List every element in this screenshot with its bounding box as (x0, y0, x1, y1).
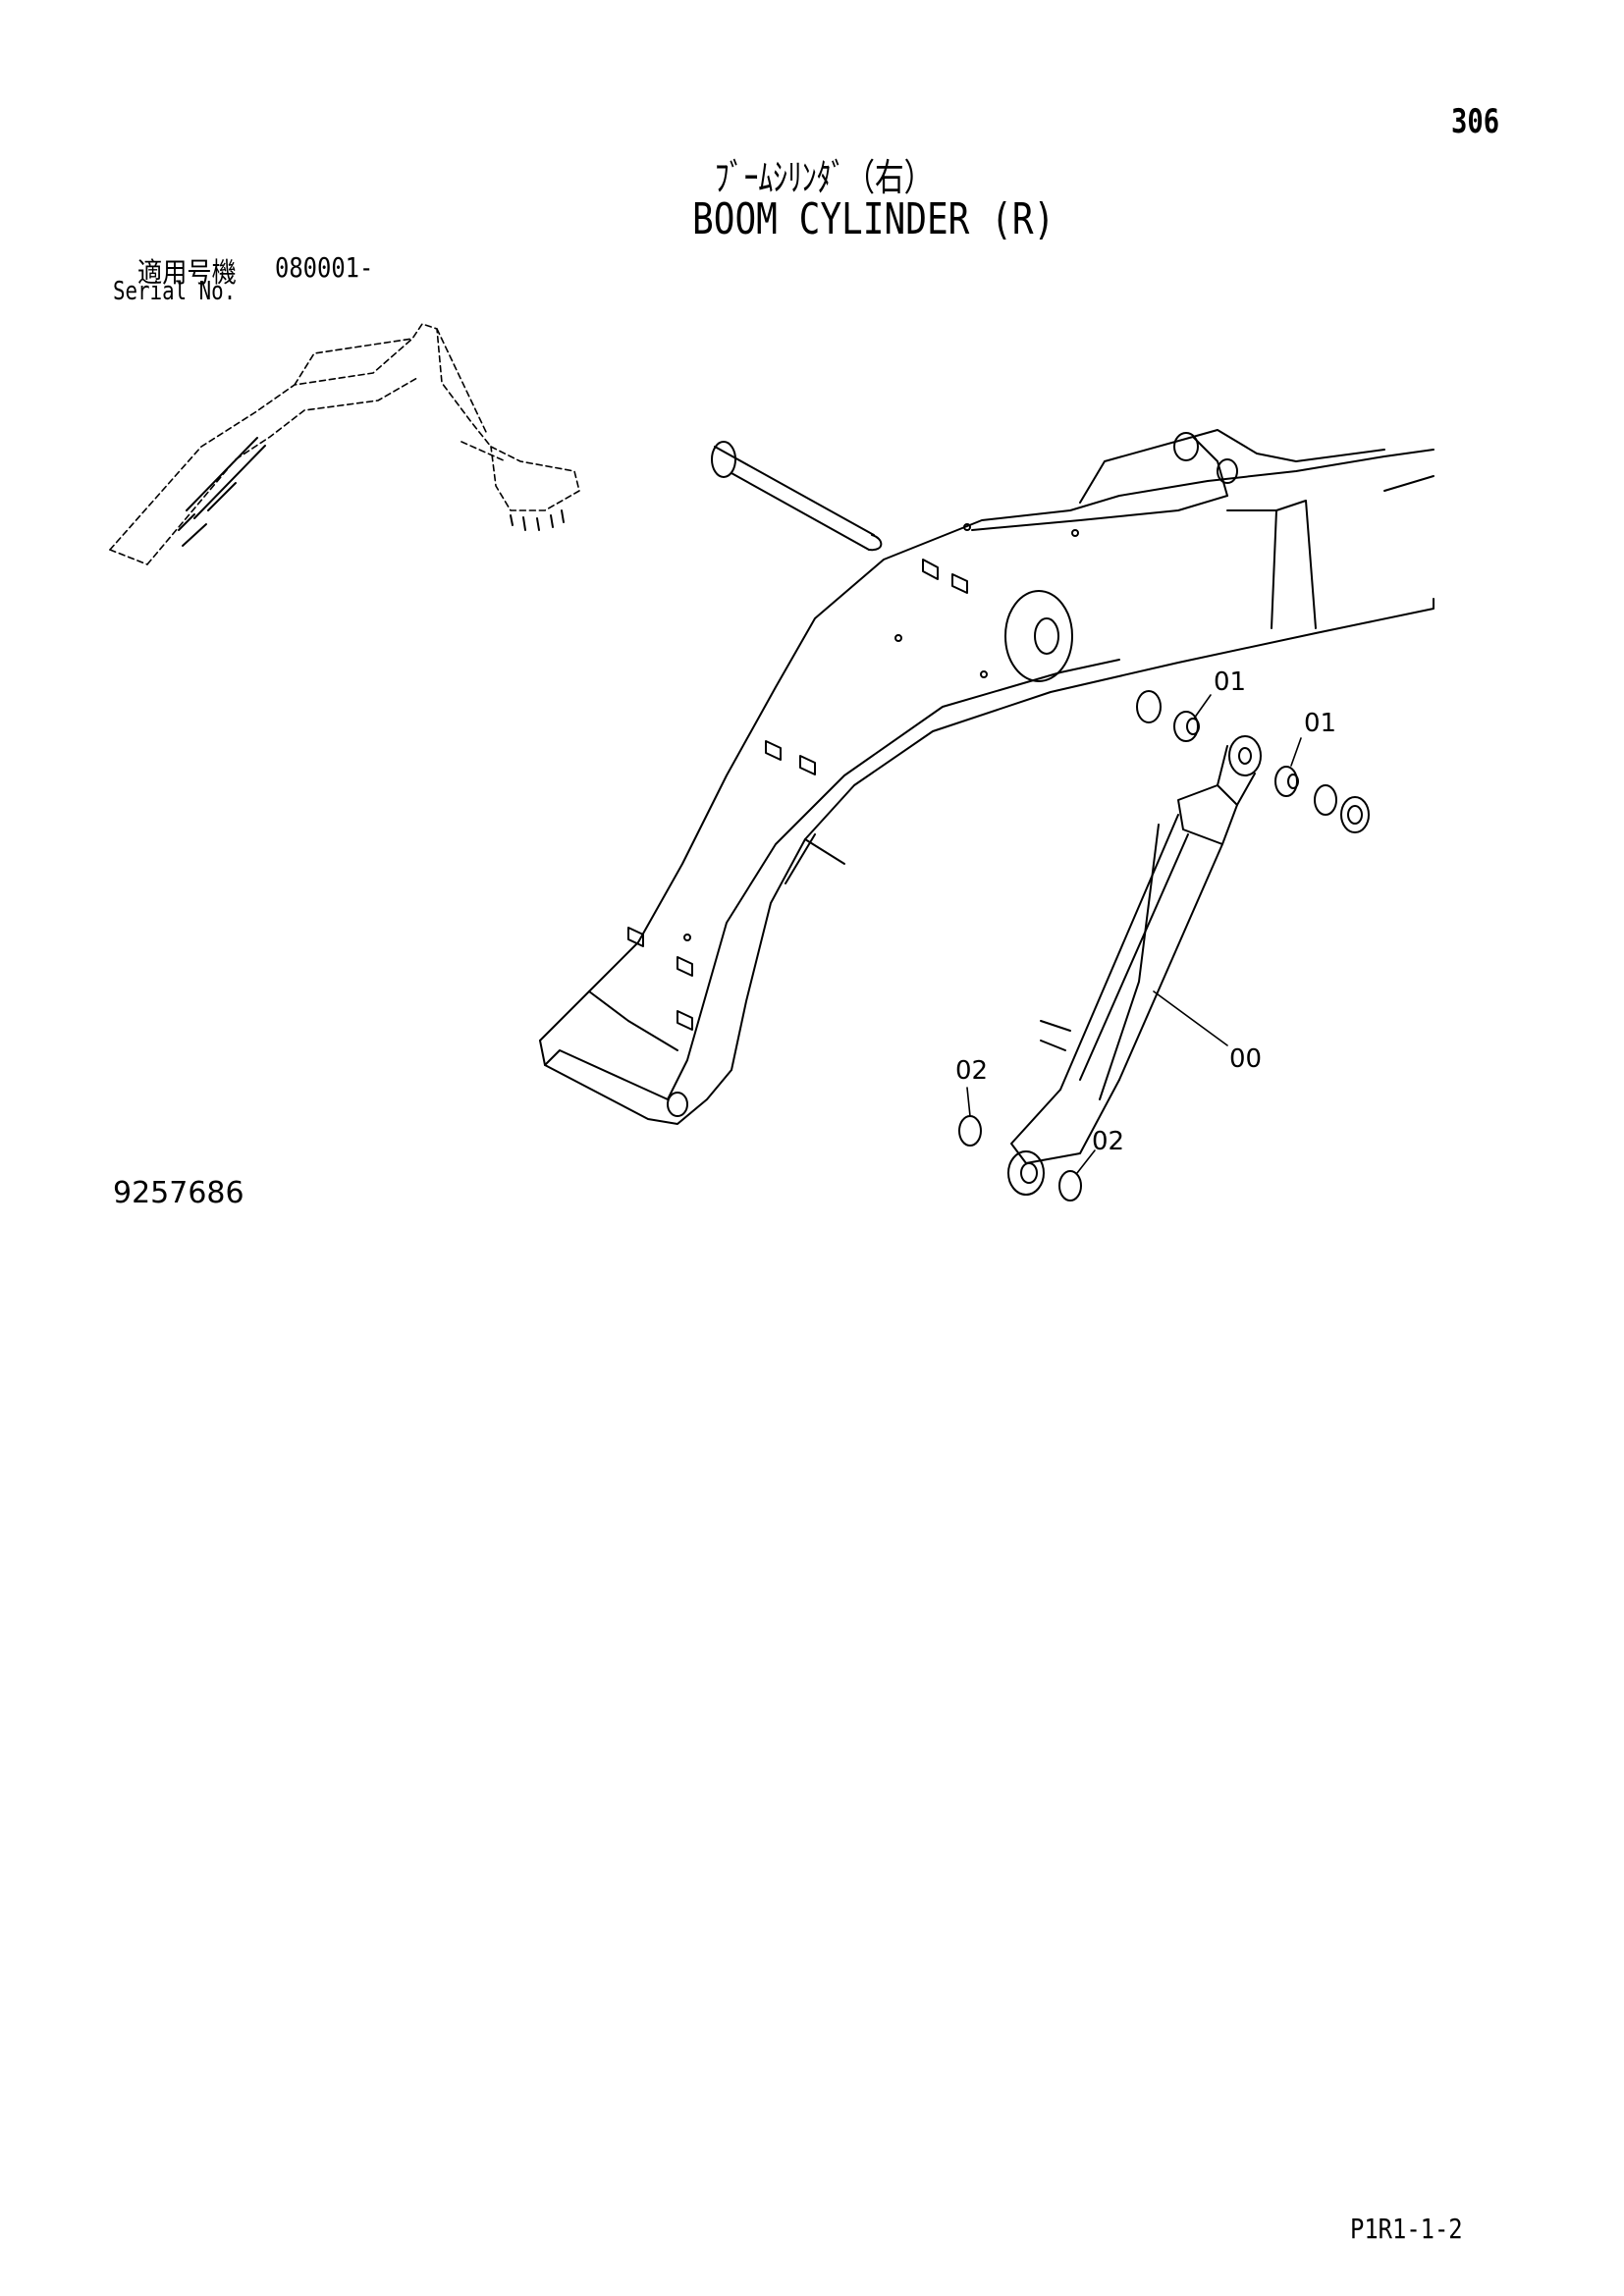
callout-01-upper-right: 01 (1304, 709, 1337, 738)
page-number: 306 (1451, 102, 1500, 141)
leader-lines (966, 694, 1302, 1174)
title-japanese: ﾌﾞｰﾑｼﾘﾝﾀﾞ（右） (715, 156, 934, 199)
callout-00: 00 (1229, 1044, 1263, 1074)
excavator-inset (109, 323, 580, 565)
page-code: P1R1-1-2 (1350, 2213, 1463, 2245)
title-english: BOOM CYLINDER (R) (692, 194, 1056, 244)
serial-label-english: Serial No. (113, 277, 237, 306)
serial-label-japanese: 適用号機 (137, 256, 237, 289)
lower-bushings (958, 1115, 1082, 1201)
upper-bushings (1136, 690, 1370, 833)
inset-cylinder (178, 437, 565, 547)
boom-body (539, 429, 1435, 1125)
callout-02-left: 02 (955, 1056, 989, 1086)
boom-cylinder (1007, 735, 1262, 1196)
boom-pin (711, 441, 883, 552)
callout-02-right: 02 (1092, 1127, 1125, 1156)
serial-value: 080001- (275, 251, 374, 284)
callout-01-upper-left: 01 (1214, 667, 1247, 697)
drawing-number: 9257686 (113, 1176, 244, 1210)
